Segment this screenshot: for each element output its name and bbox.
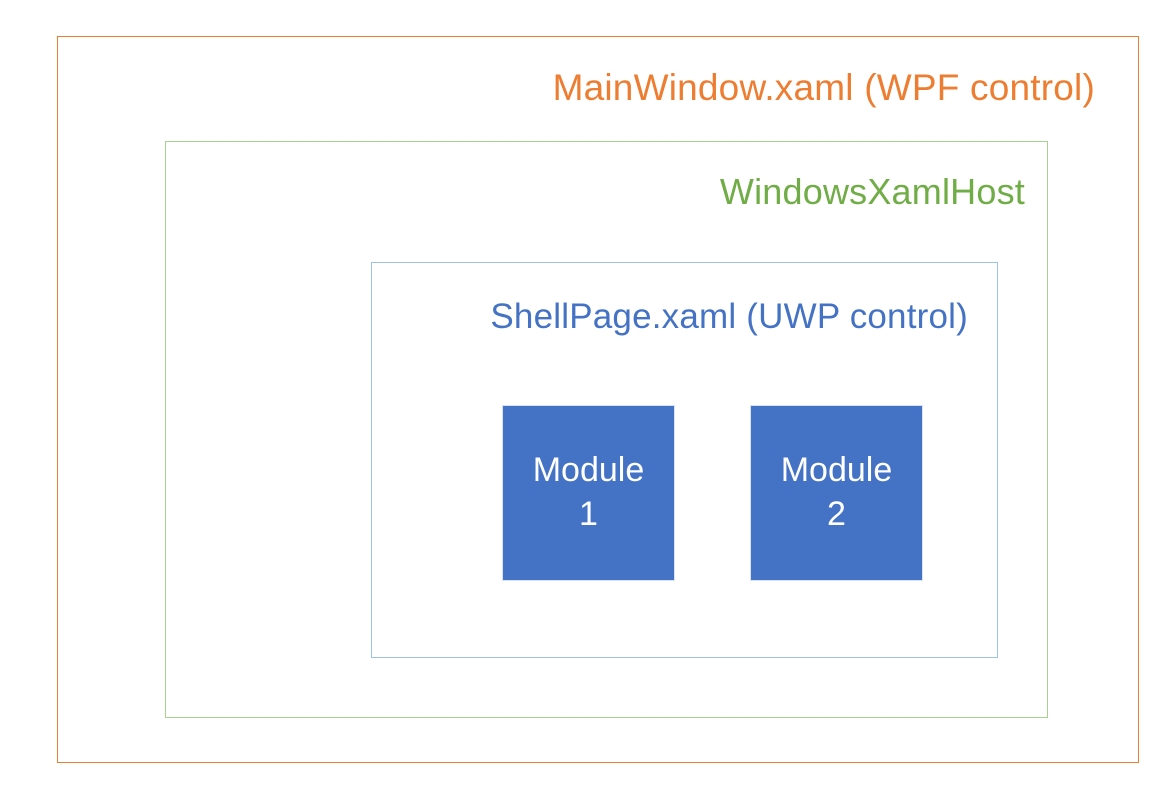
container-label-windows-xaml-host: WindowsXamlHost [719, 171, 1025, 212]
container-label-main-window: MainWindow.xaml (WPF control) [552, 67, 1095, 108]
module-tile-1: Module 1 [502, 405, 675, 581]
container-label-shell-page: ShellPage.xaml (UWP control) [490, 297, 968, 336]
module-tile-2-index: 2 [827, 495, 846, 533]
module-tile-2-name: Module [780, 451, 893, 490]
module-tile-2: Module 2 [750, 405, 923, 581]
container-main-window [57, 36, 1139, 763]
container-windows-xaml-host [165, 141, 1048, 718]
module-tile-1-index: 1 [579, 495, 598, 533]
module-tile-1-name: Module [532, 451, 645, 490]
container-shell-page [371, 262, 998, 658]
